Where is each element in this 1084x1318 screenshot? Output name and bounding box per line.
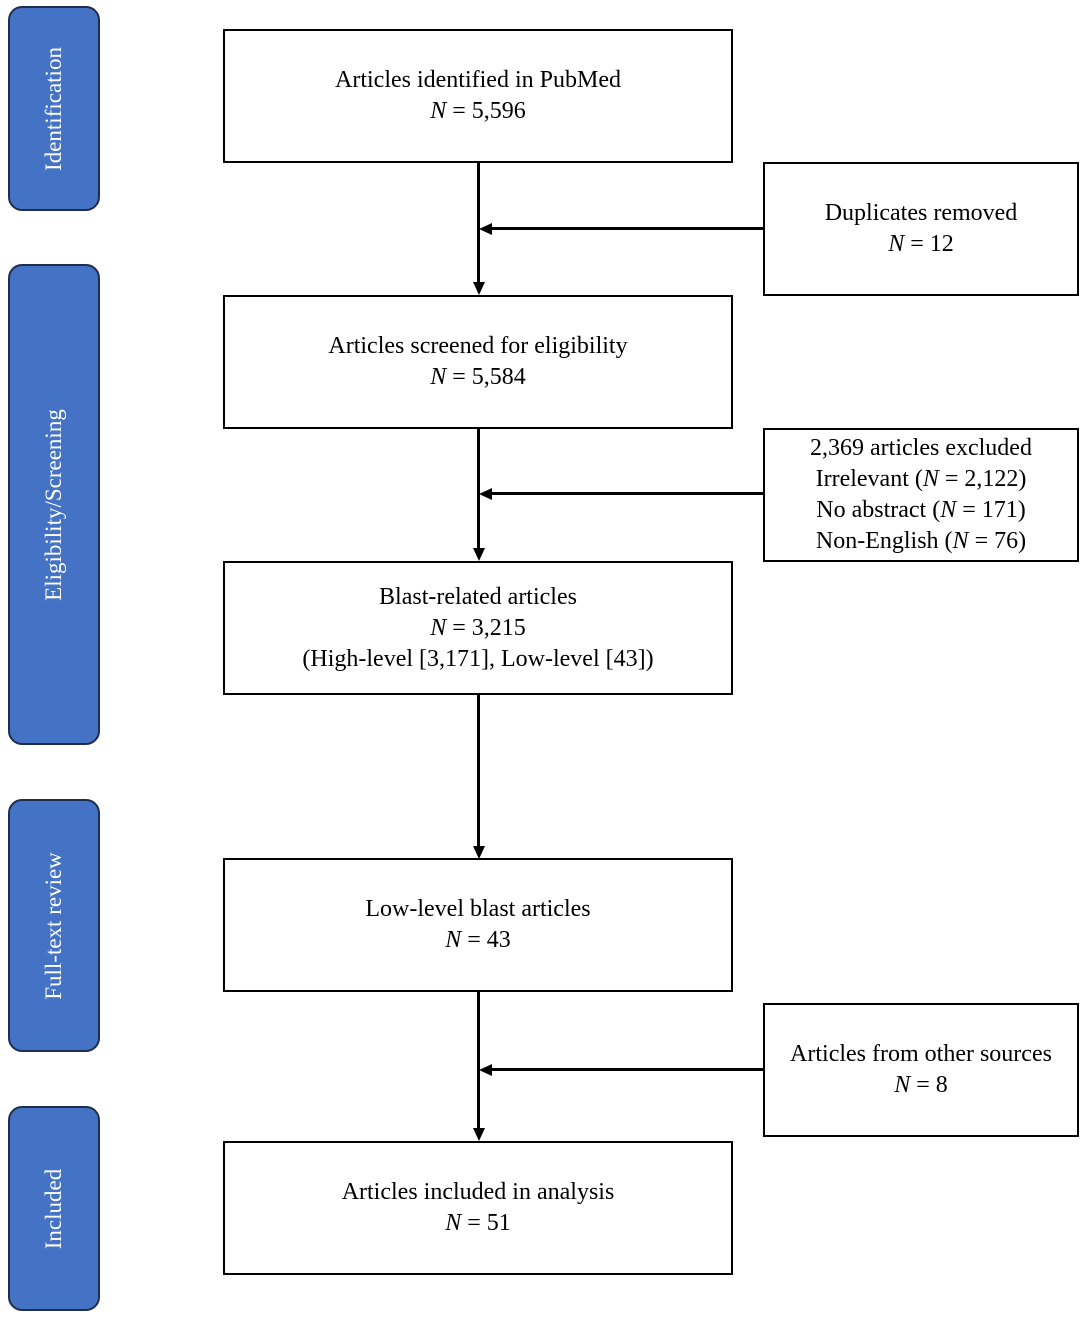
connector-screened-to-blast	[477, 428, 480, 548]
reason-text: Irrelevant (	[815, 466, 923, 492]
box-duplicates-removed: Duplicates removed N = 12	[763, 162, 1079, 296]
stage-eligibility-screening: Eligibility/Screening	[8, 264, 100, 745]
connector-low-level-to-included	[477, 991, 480, 1128]
arrowhead-duplicates	[479, 222, 492, 235]
count-value: = 8	[916, 1072, 948, 1098]
box-duplicates-removed-title: Duplicates removed	[824, 200, 1018, 226]
n-symbol: N	[894, 1072, 911, 1098]
n-symbol: N	[430, 364, 447, 390]
stage-identification: Identification	[8, 6, 100, 211]
reason-count: = 171)	[956, 497, 1026, 523]
n-symbol: N	[430, 614, 447, 641]
reason-text: Non-English (	[815, 528, 953, 554]
box-low-level-blast-count: N = 43	[445, 925, 511, 956]
box-articles-included: Articles included in analysis N = 51	[223, 1141, 733, 1275]
reason-count: = 2,122)	[938, 466, 1027, 492]
box-articles-excluded-title: 2,369 articles excluded	[810, 435, 1032, 461]
stage-eligibility-screening-label: Eligibility/Screening	[41, 408, 66, 601]
box-low-level-blast-title: Low-level blast articles	[365, 896, 591, 922]
exclusion-reason-non-english: Non-English (N = 76)	[816, 526, 1026, 557]
count-value: = 51	[467, 1210, 511, 1236]
reason-count: = 76)	[968, 528, 1027, 554]
box-articles-identified: Articles identified in PubMed N = 5,596	[223, 29, 733, 163]
box-other-sources-count: N = 8	[894, 1070, 948, 1101]
connector-blast-to-low-level	[477, 694, 480, 846]
box-articles-included-title: Articles included in analysis	[341, 1179, 615, 1205]
arrowhead-to-low-level	[472, 846, 485, 859]
count-value: = 43	[467, 927, 511, 953]
n-symbol: N	[952, 528, 969, 554]
n-symbol: N	[445, 927, 462, 953]
arrowhead-to-included	[472, 1128, 485, 1141]
n-symbol: N	[888, 231, 905, 257]
box-articles-included-count: N = 51	[445, 1208, 511, 1239]
box-articles-screened-count: N = 5,584	[430, 362, 526, 393]
box-blast-related: Blast-related articles N = 3,215 (High-l…	[223, 561, 733, 695]
stage-full-text-review: Full-text review	[8, 799, 100, 1052]
connector-duplicates	[491, 227, 764, 230]
n-symbol: N	[922, 466, 939, 492]
count-value: = 5,596	[452, 98, 526, 124]
count-value: = 5,584	[452, 364, 526, 390]
arrowhead-other-sources	[479, 1063, 492, 1076]
box-other-sources: Articles from other sources N = 8	[763, 1003, 1079, 1137]
n-symbol: N	[430, 98, 447, 124]
connector-other-sources	[491, 1068, 764, 1071]
box-articles-excluded: 2,369 articles excluded Irrelevant (N = …	[763, 428, 1079, 562]
count-value: = 3,215	[452, 614, 526, 641]
box-blast-related-title: Blast-related articles	[379, 583, 577, 610]
n-symbol: N	[940, 497, 957, 523]
arrowhead-to-screened	[472, 282, 485, 295]
box-articles-screened-title: Articles screened for eligibility	[328, 333, 628, 359]
arrowhead-to-blast	[472, 548, 485, 561]
arrowhead-excluded	[479, 487, 492, 500]
box-low-level-blast: Low-level blast articles N = 43	[223, 858, 733, 992]
box-articles-identified-title: Articles identified in PubMed	[335, 67, 621, 93]
stage-included-label: Included	[41, 1168, 66, 1249]
stage-full-text-review-label: Full-text review	[41, 851, 66, 1000]
box-articles-identified-count: N = 5,596	[430, 96, 526, 127]
reason-text: No abstract (	[816, 497, 941, 523]
connector-pubmed-to-screened	[477, 162, 480, 282]
stage-identification-label: Identification	[41, 46, 66, 171]
box-articles-screened: Articles screened for eligibility N = 5,…	[223, 295, 733, 429]
exclusion-reason-no-abstract: No abstract (N = 171)	[816, 495, 1026, 526]
box-blast-related-count: N = 3,215	[430, 613, 526, 644]
stage-included: Included	[8, 1106, 100, 1311]
count-value: = 12	[910, 231, 954, 257]
box-other-sources-title: Articles from other sources	[790, 1041, 1052, 1067]
box-blast-related-detail: (High-level [3,171], Low-level [43])	[302, 645, 654, 672]
n-symbol: N	[445, 1210, 462, 1236]
connector-excluded	[491, 492, 764, 495]
box-duplicates-removed-count: N = 12	[888, 229, 954, 260]
exclusion-reason-irrelevant: Irrelevant (N = 2,122)	[816, 464, 1027, 495]
